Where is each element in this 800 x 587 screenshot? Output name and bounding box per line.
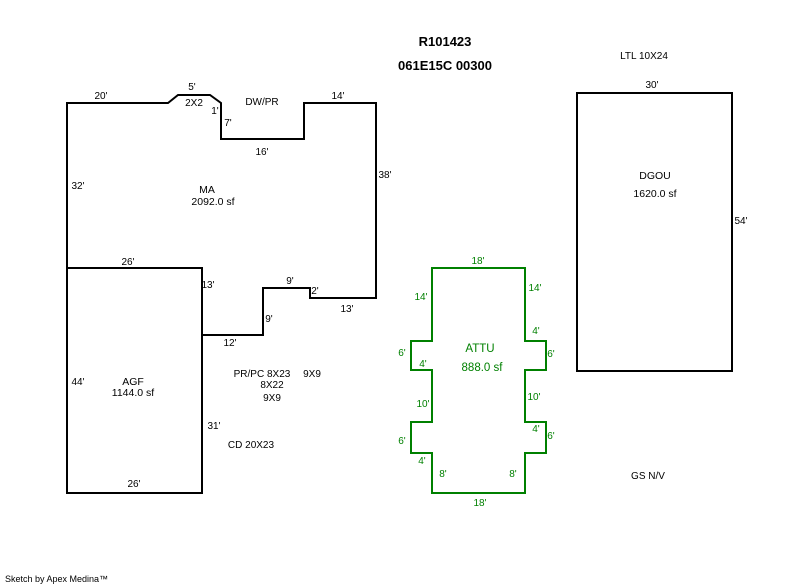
ma-outline xyxy=(66,94,377,336)
attu-dim-top: 18' xyxy=(471,256,484,267)
bay-2x2-note: 2X2 xyxy=(185,98,203,109)
size-9x9-note-a: 9X9 xyxy=(303,369,321,380)
attu-area: 888.0 sf xyxy=(462,362,504,374)
ma-dim-step-top: 9' xyxy=(286,276,294,287)
gs-note: GS N/V xyxy=(631,471,665,482)
attu-dim-bottom: 18' xyxy=(473,498,486,509)
dgou-area: 1620.0 sf xyxy=(633,188,676,200)
dgou-dim-top: 30' xyxy=(645,80,658,91)
agf-area: 1144.0 sf xyxy=(112,387,155,399)
attu-dim-left-jog2-out: 6' xyxy=(398,436,406,447)
ltl-note: LTL 10X24 xyxy=(620,51,668,62)
attu-dim-right-jog2-out: 6' xyxy=(547,431,555,442)
sketch-credit: Sketch by Apex Medina™ xyxy=(5,574,108,584)
attu-dim-right-lower: 8' xyxy=(509,469,517,480)
attu-dim-left-upper: 14' xyxy=(414,292,427,303)
ma-dim-bay-right: 1' xyxy=(211,106,219,117)
ma-dim-bay-top: 5' xyxy=(188,82,196,93)
agf-dim-left: 44' xyxy=(71,377,84,388)
size-8x22-note: 8X22 xyxy=(260,380,284,391)
agf-dim-right: 31' xyxy=(207,421,220,432)
ma-dim-inner-right: 13' xyxy=(201,280,214,291)
ma-dim-step-down: 7' xyxy=(224,118,232,129)
ma-dim-step-left: 9' xyxy=(265,314,273,325)
ma-dim-notch-bottom: 16' xyxy=(255,147,268,158)
ma-dim-bottom-right: 13' xyxy=(340,304,353,315)
ma-dim-top-right: 14' xyxy=(331,91,344,102)
size-9x9-note-b: 9X9 xyxy=(263,393,281,404)
attu-outline xyxy=(410,267,547,494)
agf-code: AGF xyxy=(122,376,144,388)
parcel-id: R101423 xyxy=(419,34,472,49)
ma-code: MA xyxy=(199,184,215,196)
ma-dim-top-left: 20' xyxy=(94,91,107,102)
attu-dim-right-upper: 14' xyxy=(528,283,541,294)
cd-note: CD 20X23 xyxy=(228,440,275,451)
ma-area: 2092.0 sf xyxy=(191,196,234,208)
dgou-outline xyxy=(576,92,733,372)
dgou-dim-right: 54' xyxy=(734,216,747,227)
attu-dim-left-mid: 10' xyxy=(416,399,429,410)
attu-dim-left-jog2-in: 4' xyxy=(418,456,426,467)
attu-dim-left-lower: 8' xyxy=(439,469,447,480)
attu-dim-right-jog-in: 4' xyxy=(532,326,540,337)
prpc-note: PR/PC 8X23 xyxy=(234,369,291,380)
ma-dim-left: 32' xyxy=(71,181,84,192)
agf-outline xyxy=(66,267,203,494)
ma-dim-step-up: 2' xyxy=(311,286,319,297)
dwpr-note: DW/PR xyxy=(245,97,278,108)
map-reference: 061E15C 00300 xyxy=(398,58,492,73)
attu-dim-right-jog2-in: 4' xyxy=(532,424,540,435)
attu-dim-right-jog-out: 6' xyxy=(547,349,555,360)
attu-code: ATTU xyxy=(465,343,494,355)
agf-dim-top: 26' xyxy=(121,257,134,268)
agf-dim-bottom: 26' xyxy=(127,479,140,490)
dgou-code: DGOU xyxy=(639,170,671,182)
ma-dim-right: 38' xyxy=(378,170,391,181)
attu-dim-right-mid: 10' xyxy=(527,392,540,403)
attu-dim-left-jog-in: 4' xyxy=(419,359,427,370)
attu-dim-left-jog-out: 6' xyxy=(398,348,406,359)
ma-dim-step-bottom: 12' xyxy=(223,338,236,349)
